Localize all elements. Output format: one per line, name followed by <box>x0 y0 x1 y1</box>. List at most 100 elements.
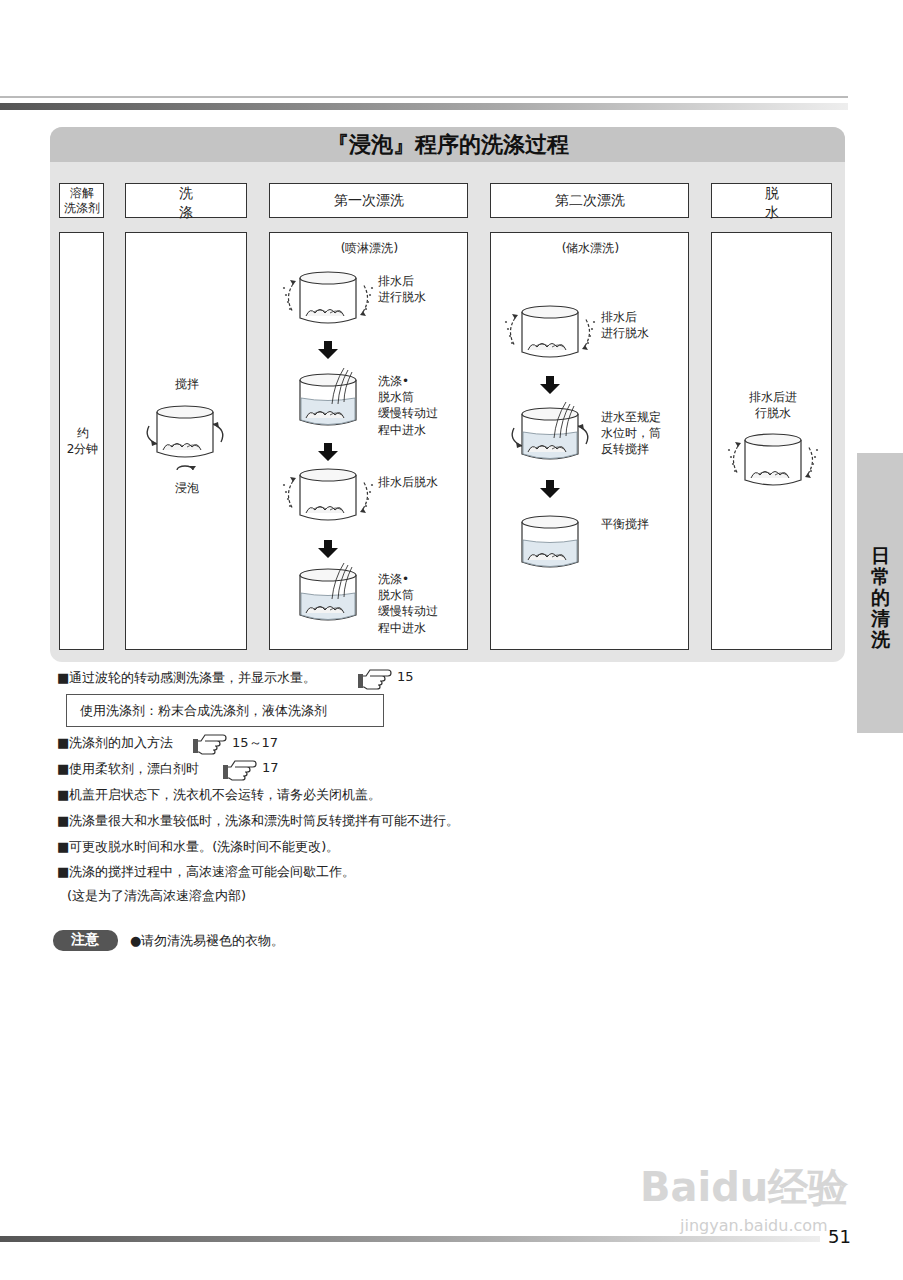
drum-figure <box>300 368 356 425</box>
process-panel: 『浸泡』程序的洗涤过程溶解 洗涤剂 洗 涤 第一次漂洗 第二次漂洗 脱 水约 2分钟搅拌… <box>50 127 845 662</box>
drawing-stroke <box>816 449 818 451</box>
note-text: ■可更改脱水时间和水量。(洗涤时间不能更改)。 <box>57 838 339 856</box>
node-text: 第二次漂洗 <box>555 191 625 210</box>
drawing-stroke <box>505 321 507 323</box>
step-arrow <box>318 341 338 359</box>
note-text: ■洗涤剂的加入方法 <box>57 734 173 752</box>
note-box: 使用洗涤剂：粉末合成洗涤剂，液体洗涤剂 <box>66 694 384 727</box>
drawing-stroke <box>157 412 213 457</box>
drawing-stroke <box>151 440 157 446</box>
drawing-stroke <box>290 280 296 285</box>
drawing-stroke <box>734 446 739 474</box>
node-text: 『浸泡』程序的洗涤过程 <box>50 127 845 162</box>
drum-figure <box>505 306 595 357</box>
drawing-stroke <box>300 569 356 581</box>
drawing-stroke <box>522 306 578 318</box>
step-arrow <box>540 376 560 394</box>
drawing-stroke <box>509 335 511 337</box>
drawing-stroke <box>287 498 289 500</box>
title-band <box>50 127 845 162</box>
drawing-stroke <box>369 491 371 493</box>
stage-panel: (储水漂洗)排水后 进行脱水进水至规定 水位时，筒 反转搅拌平衡搅拌 <box>490 232 689 650</box>
drawing-stroke <box>300 475 356 520</box>
drawing-stroke <box>732 463 734 465</box>
drawing-stroke <box>745 434 801 446</box>
stage-header: 溶解 洗涤剂 <box>59 183 104 218</box>
page-ref-hand-icon <box>358 670 391 689</box>
drawing-stroke <box>306 507 344 514</box>
node-text: (储水漂洗) <box>562 240 619 256</box>
drawing-stroke <box>522 312 578 357</box>
drawing-stroke <box>523 540 577 567</box>
drawing-stroke <box>536 344 564 347</box>
watermark: Baidu经验 <box>640 1160 848 1215</box>
drawing-stroke <box>289 308 291 310</box>
drawing-stroke <box>734 470 736 472</box>
drawing-stroke <box>522 414 578 459</box>
drawing-stroke <box>522 522 578 567</box>
drawing-stroke <box>213 422 219 428</box>
stage-panel: 搅拌浸泡 <box>125 232 247 650</box>
drawing-stroke <box>223 761 256 780</box>
drawing-stroke <box>285 294 287 296</box>
note-text: ■使用柔软剂，漂白剂时 <box>57 760 199 778</box>
drawing-stroke <box>358 674 363 688</box>
drawing-stroke <box>193 739 198 753</box>
stage-panel: (喷淋漂洗)排水后 进行脱水洗涤•脱水筒 缓慢转动过 程中进水排水后脱水洗涤•脱… <box>269 232 468 650</box>
drawing-stroke <box>589 335 591 337</box>
drawing-stroke <box>193 735 226 754</box>
drawing-stroke <box>363 481 368 509</box>
stage-header: 第一次漂洗 <box>269 183 468 218</box>
drum-figure <box>728 434 818 485</box>
node-text: 使用洗涤剂：粉末合成洗涤剂，液体洗涤剂 <box>80 702 327 720</box>
drawing-stroke <box>745 440 801 485</box>
drawing-stroke <box>300 575 356 620</box>
drawing-stroke <box>189 466 196 470</box>
drawing-stroke <box>728 449 730 451</box>
page-ref: 17 <box>262 760 279 775</box>
node-text: 日常的清洗 <box>871 545 890 649</box>
drum-figure <box>283 469 373 520</box>
step-arrow <box>318 540 338 558</box>
drawing-stroke <box>283 484 285 486</box>
node-text: 第一次漂洗 <box>334 191 404 210</box>
drawing-stroke <box>759 472 787 475</box>
drawing-stroke <box>367 498 369 500</box>
drawing-stroke <box>300 278 356 323</box>
drawing-stroke <box>332 563 352 599</box>
watermark: jingyan.baidu.com <box>680 1216 828 1235</box>
node-text: 洗 涤 <box>179 184 193 222</box>
drawing-stroke <box>528 446 566 453</box>
drawing-stroke <box>306 310 344 317</box>
note-text: (这是为了清洗高浓速溶盒内部) <box>67 887 246 905</box>
drawing-stroke <box>306 607 344 614</box>
note-text: ■洗涤量很大和水量较低时，洗涤和漂洗时筒反转搅拌有可能不进行。 <box>57 812 459 830</box>
panel-grounds <box>59 232 832 650</box>
grey-panel <box>50 127 845 662</box>
page-ref-hand-icon <box>223 761 256 780</box>
drawing-stroke <box>528 344 566 351</box>
drawing-stroke <box>300 380 356 425</box>
drawing-stroke <box>314 412 342 415</box>
step-arrow <box>318 443 338 461</box>
drawing-stroke <box>536 554 564 557</box>
drawing-stroke <box>289 505 291 507</box>
page-number: 51 <box>828 1226 851 1247</box>
node-text: 脱 水 <box>765 184 779 222</box>
node-text: 浸泡 <box>175 480 199 496</box>
stage-panel: 约 2分钟 <box>59 232 104 650</box>
drawing-stroke <box>512 314 518 319</box>
drawing-stroke <box>300 374 356 386</box>
side-tab: 日常的清洗 <box>857 453 903 733</box>
drawing-stroke <box>283 287 285 289</box>
drawing-stroke <box>314 507 342 510</box>
node-text: 排水后脱水 <box>378 474 438 490</box>
node-text: 排水后进 行脱水 <box>749 389 797 421</box>
drawing-stroke <box>735 442 741 447</box>
drawing-stroke <box>301 593 355 620</box>
footer-bar <box>0 1236 820 1242</box>
drawing-stroke <box>730 456 732 458</box>
drawing-stroke <box>314 310 342 313</box>
node-text: 洗涤•脱水筒 缓慢转动过 程中进水 <box>378 373 438 438</box>
drawing-stroke <box>171 444 199 447</box>
